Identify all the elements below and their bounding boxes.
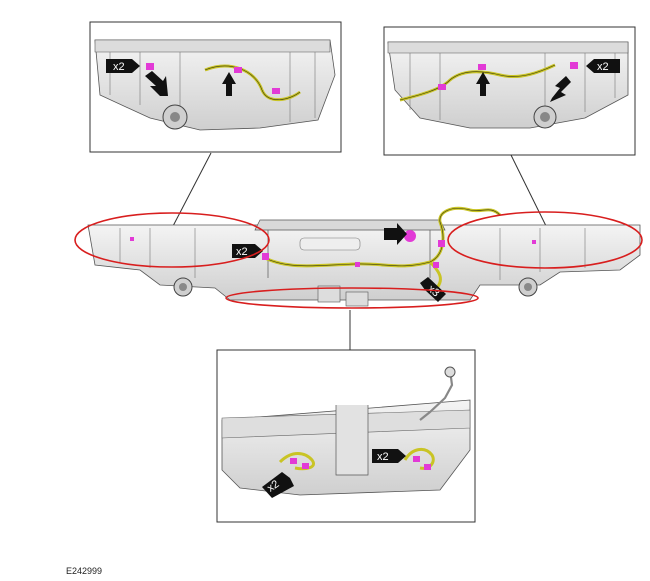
qty-label: x2 xyxy=(377,451,389,463)
figure-id-label: E242999 xyxy=(66,566,103,576)
arrow-icon xyxy=(384,223,407,245)
qty-callout-bottom-center: x2 xyxy=(372,449,406,463)
arrow-icon xyxy=(222,72,236,96)
detail-view-top-left: x2 xyxy=(89,21,342,153)
right-highlight-ellipse xyxy=(447,211,643,269)
qty-label: x2 xyxy=(597,61,609,73)
qty-label: x2 xyxy=(113,61,125,73)
qty-label: x2 xyxy=(265,478,281,494)
arrow-icon xyxy=(145,71,168,96)
detail-view-bottom: x2 x2 xyxy=(216,349,476,523)
arrow-icon xyxy=(476,72,490,96)
left-highlight-ellipse xyxy=(74,212,270,268)
highlight-ellipses xyxy=(74,211,643,309)
qty-callout-top-right: x2 xyxy=(586,59,620,73)
center-highlight-ellipse xyxy=(225,287,479,309)
bumper-assembly-overview: x2 x3 xyxy=(87,206,641,307)
detail-view-top-right: x2 xyxy=(383,26,636,156)
arrow-icon xyxy=(550,76,571,102)
qty-label: x2 xyxy=(236,246,248,258)
leader-lines xyxy=(171,152,549,350)
qty-callout-bottom-left: x2 xyxy=(262,472,294,498)
qty-callout-top-left: x2 xyxy=(106,59,140,73)
qty-callout-center-right: x3 xyxy=(420,277,446,302)
